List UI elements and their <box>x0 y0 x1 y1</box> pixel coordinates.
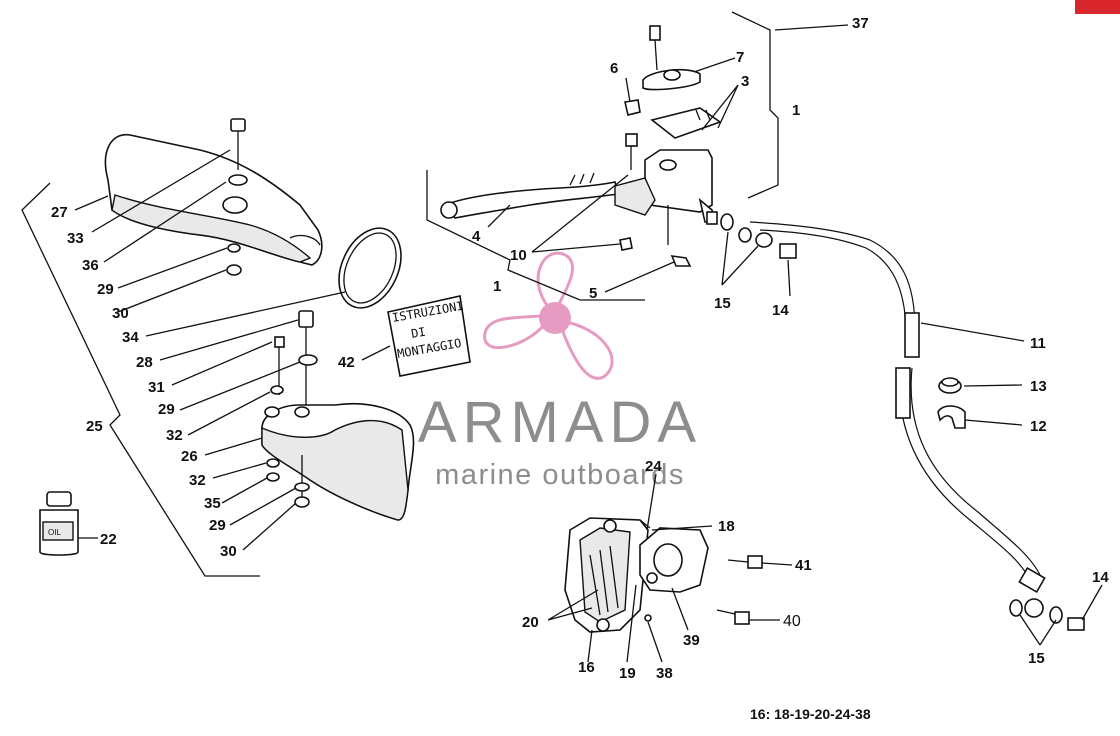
label-37: 37 <box>852 15 869 32</box>
clamp-ring <box>338 227 402 309</box>
label-39: 39 <box>683 632 700 649</box>
caliper-bolt-41 <box>727 555 763 569</box>
label-1-upper: 1 <box>792 102 800 119</box>
pin-6 <box>624 99 641 116</box>
label-4: 4 <box>472 228 481 245</box>
label-29-c: 29 <box>209 517 226 534</box>
label-42: 42 <box>338 354 355 371</box>
assembly-manual: ISTRUZIONI DI MONTAGGIO <box>387 295 471 377</box>
label-40: 40 <box>783 613 801 630</box>
label-30-b: 30 <box>220 543 237 560</box>
clamp-7 <box>642 25 701 91</box>
lower-fasteners <box>266 455 310 508</box>
brake-hose <box>749 221 1046 594</box>
screw-33 <box>226 118 248 276</box>
label-32-b: 32 <box>189 472 206 489</box>
label-12: 12 <box>1030 418 1047 435</box>
bracket-1 <box>426 170 645 301</box>
label-41: 41 <box>795 557 812 574</box>
label-14-upper: 14 <box>772 302 789 319</box>
label-22: 22 <box>100 531 117 548</box>
reservoir-cap <box>650 107 722 139</box>
label-36: 36 <box>82 257 99 274</box>
brand-tagline: marine outboards <box>435 459 685 491</box>
screw-28 <box>298 310 318 420</box>
label-29-a: 29 <box>97 281 114 298</box>
label-15-lower: 15 <box>1028 650 1045 667</box>
label-32-a: 32 <box>166 427 183 444</box>
brake-lever <box>440 172 619 219</box>
screw-31 <box>270 336 285 395</box>
manual-line-2: DI <box>410 325 427 341</box>
upper-banjo <box>720 213 797 259</box>
label-16: 16 <box>578 659 595 676</box>
label-6: 6 <box>610 60 618 77</box>
label-38: 38 <box>656 665 673 682</box>
brake-caliper <box>564 517 709 633</box>
hose-fitting-13 <box>938 377 962 394</box>
propeller-logo-icon <box>483 251 614 380</box>
label-20: 20 <box>522 614 539 631</box>
label-24: 24 <box>645 458 662 475</box>
label-15-upper: 15 <box>714 295 731 312</box>
part-labels: 37 7 6 3 1 4 10 1 5 15 14 11 13 12 27 33… <box>51 15 1109 722</box>
armada-watermark: ARMADA marine outboards <box>418 251 702 491</box>
label-11: 11 <box>1030 335 1046 352</box>
label-26: 26 <box>181 448 198 465</box>
label-27: 27 <box>51 204 68 221</box>
label-1-lower: 1 <box>493 278 501 295</box>
label-35: 35 <box>204 495 221 512</box>
label-7: 7 <box>736 49 744 66</box>
kit-formula: 16: 18-19-20-24-38 <box>750 706 871 722</box>
label-34: 34 <box>122 329 139 346</box>
bracket-37 <box>731 11 779 199</box>
lower-banjo <box>1009 598 1085 631</box>
master-cylinder <box>614 149 718 245</box>
label-10: 10 <box>510 247 527 264</box>
hose-clip-12 <box>937 405 966 429</box>
bolt-10 <box>619 133 638 251</box>
label-5: 5 <box>589 285 597 302</box>
label-14-lower: 14 <box>1092 569 1109 586</box>
bracket-25 <box>21 182 260 577</box>
brake-switch <box>670 255 692 267</box>
label-28: 28 <box>136 354 153 371</box>
lower-hand-guard <box>261 402 415 521</box>
label-3: 3 <box>741 73 749 90</box>
label-33: 33 <box>67 230 84 247</box>
label-25: 25 <box>86 418 103 435</box>
brand-name: ARMADA <box>418 390 702 455</box>
label-13: 13 <box>1030 378 1047 395</box>
bottle-label: OIL <box>48 528 61 537</box>
leader-lines <box>74 24 1103 663</box>
caliper-bolt-40 <box>716 609 750 625</box>
corner-tab <box>1075 0 1120 14</box>
label-29-b: 29 <box>158 401 175 418</box>
oil-bottle: OIL <box>39 491 79 556</box>
label-30-a: 30 <box>112 305 129 322</box>
upper-hand-guard <box>104 133 323 266</box>
label-19: 19 <box>619 665 636 682</box>
label-31: 31 <box>148 379 165 396</box>
label-18: 18 <box>718 518 735 535</box>
